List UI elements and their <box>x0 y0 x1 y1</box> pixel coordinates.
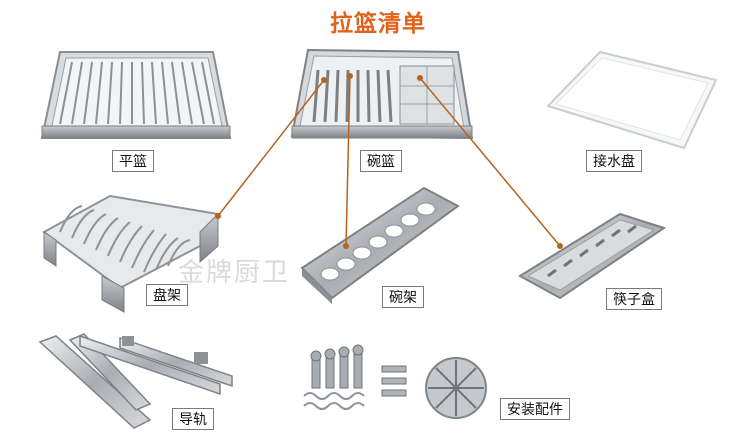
label-drip-tray: 接水盘 <box>586 150 642 172</box>
pointer-lines <box>217 75 561 247</box>
label-plate-rack: 盘架 <box>146 284 188 306</box>
pointer-dot <box>347 73 353 79</box>
label-bowl-basket: 碗篮 <box>360 150 402 172</box>
install-parts-image <box>303 344 487 419</box>
pointer-dot <box>343 243 349 249</box>
pointer-dot <box>321 77 327 83</box>
label-bowl-rack: 碗架 <box>382 286 424 308</box>
pointer-line-plate-rack <box>217 79 325 217</box>
pointer-dot <box>215 213 221 219</box>
label-slide-rail: 导轨 <box>172 408 214 430</box>
label-chopstick-box: 筷子盒 <box>606 288 662 310</box>
page-title: 拉篮清单 <box>330 11 426 37</box>
pointer-line-chopstick-box <box>419 77 561 247</box>
pointer-dot <box>557 243 563 249</box>
label-flat-basket: 平篮 <box>112 150 154 172</box>
watermark: 金牌厨卫 <box>178 258 291 288</box>
bowl-basket-image <box>290 48 474 140</box>
pointer-dot <box>417 75 423 81</box>
drip-tray-image <box>546 50 718 150</box>
label-install-parts: 安装配件 <box>500 398 570 420</box>
plate-rack-image <box>42 194 220 313</box>
pointer-line-bowl-rack <box>345 75 351 247</box>
slide-rail-image <box>38 333 233 429</box>
chopstick-box-image <box>518 212 667 300</box>
bowl-rack-image <box>300 186 460 304</box>
flat-basket-image <box>40 51 232 139</box>
